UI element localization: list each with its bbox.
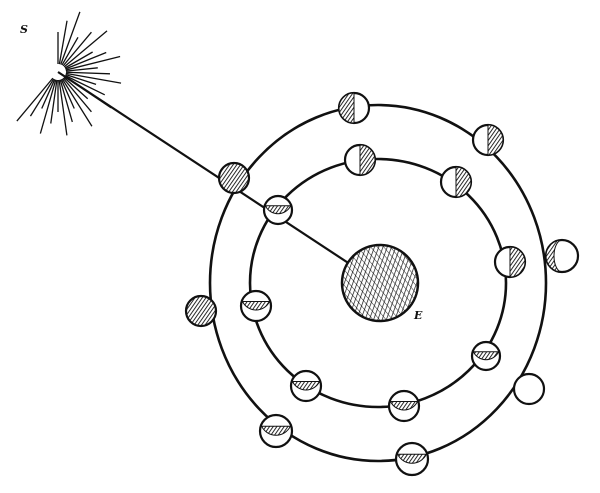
moon-phase bbox=[217, 161, 251, 195]
moon-phase bbox=[439, 165, 473, 199]
sun-label: S bbox=[20, 23, 28, 36]
moon-phase bbox=[471, 123, 505, 157]
moon-phase bbox=[544, 238, 580, 274]
moon-phase bbox=[239, 289, 273, 323]
sun-ray bbox=[63, 30, 108, 68]
earth-label: E bbox=[413, 309, 423, 322]
sun-ray bbox=[65, 51, 107, 70]
sun-ray bbox=[64, 74, 106, 96]
sun-ray bbox=[39, 79, 57, 134]
inner-orbit bbox=[248, 157, 508, 409]
moon-phase bbox=[289, 369, 323, 403]
sun-ray bbox=[65, 67, 98, 72]
sun-ray bbox=[50, 79, 58, 124]
sun-line bbox=[57, 71, 363, 273]
sun-ray bbox=[58, 79, 68, 136]
outer-orbit bbox=[208, 103, 548, 463]
sun-ray bbox=[65, 72, 122, 84]
sun-ray bbox=[62, 31, 92, 67]
sun-ray bbox=[65, 55, 121, 71]
moon-phase bbox=[184, 294, 218, 328]
moon-phase bbox=[387, 389, 421, 423]
sun-ray bbox=[61, 78, 93, 127]
sun-ray bbox=[65, 71, 110, 75]
moon-phase bbox=[394, 441, 430, 477]
moon-phase bbox=[343, 143, 377, 177]
moon-phase bbox=[258, 413, 294, 449]
sun-ray bbox=[16, 77, 54, 122]
sun-ray bbox=[65, 73, 97, 85]
sun-ray bbox=[61, 37, 79, 66]
sun-ray bbox=[62, 77, 92, 113]
sun-ray bbox=[64, 51, 93, 69]
sun-ray bbox=[60, 11, 81, 65]
moon-phase bbox=[512, 372, 546, 406]
moon-phase bbox=[262, 194, 294, 226]
moon-phase bbox=[337, 91, 371, 125]
sun-ray bbox=[60, 79, 75, 109]
sun-ray bbox=[41, 79, 56, 109]
earth bbox=[340, 243, 420, 323]
sun-rays bbox=[16, 11, 122, 136]
sun-ray bbox=[63, 76, 89, 100]
moon-phase bbox=[493, 245, 527, 279]
moon-phase bbox=[470, 340, 502, 372]
sun-ray bbox=[29, 78, 55, 117]
sun-ray bbox=[59, 79, 73, 123]
sun-ray bbox=[58, 20, 68, 65]
